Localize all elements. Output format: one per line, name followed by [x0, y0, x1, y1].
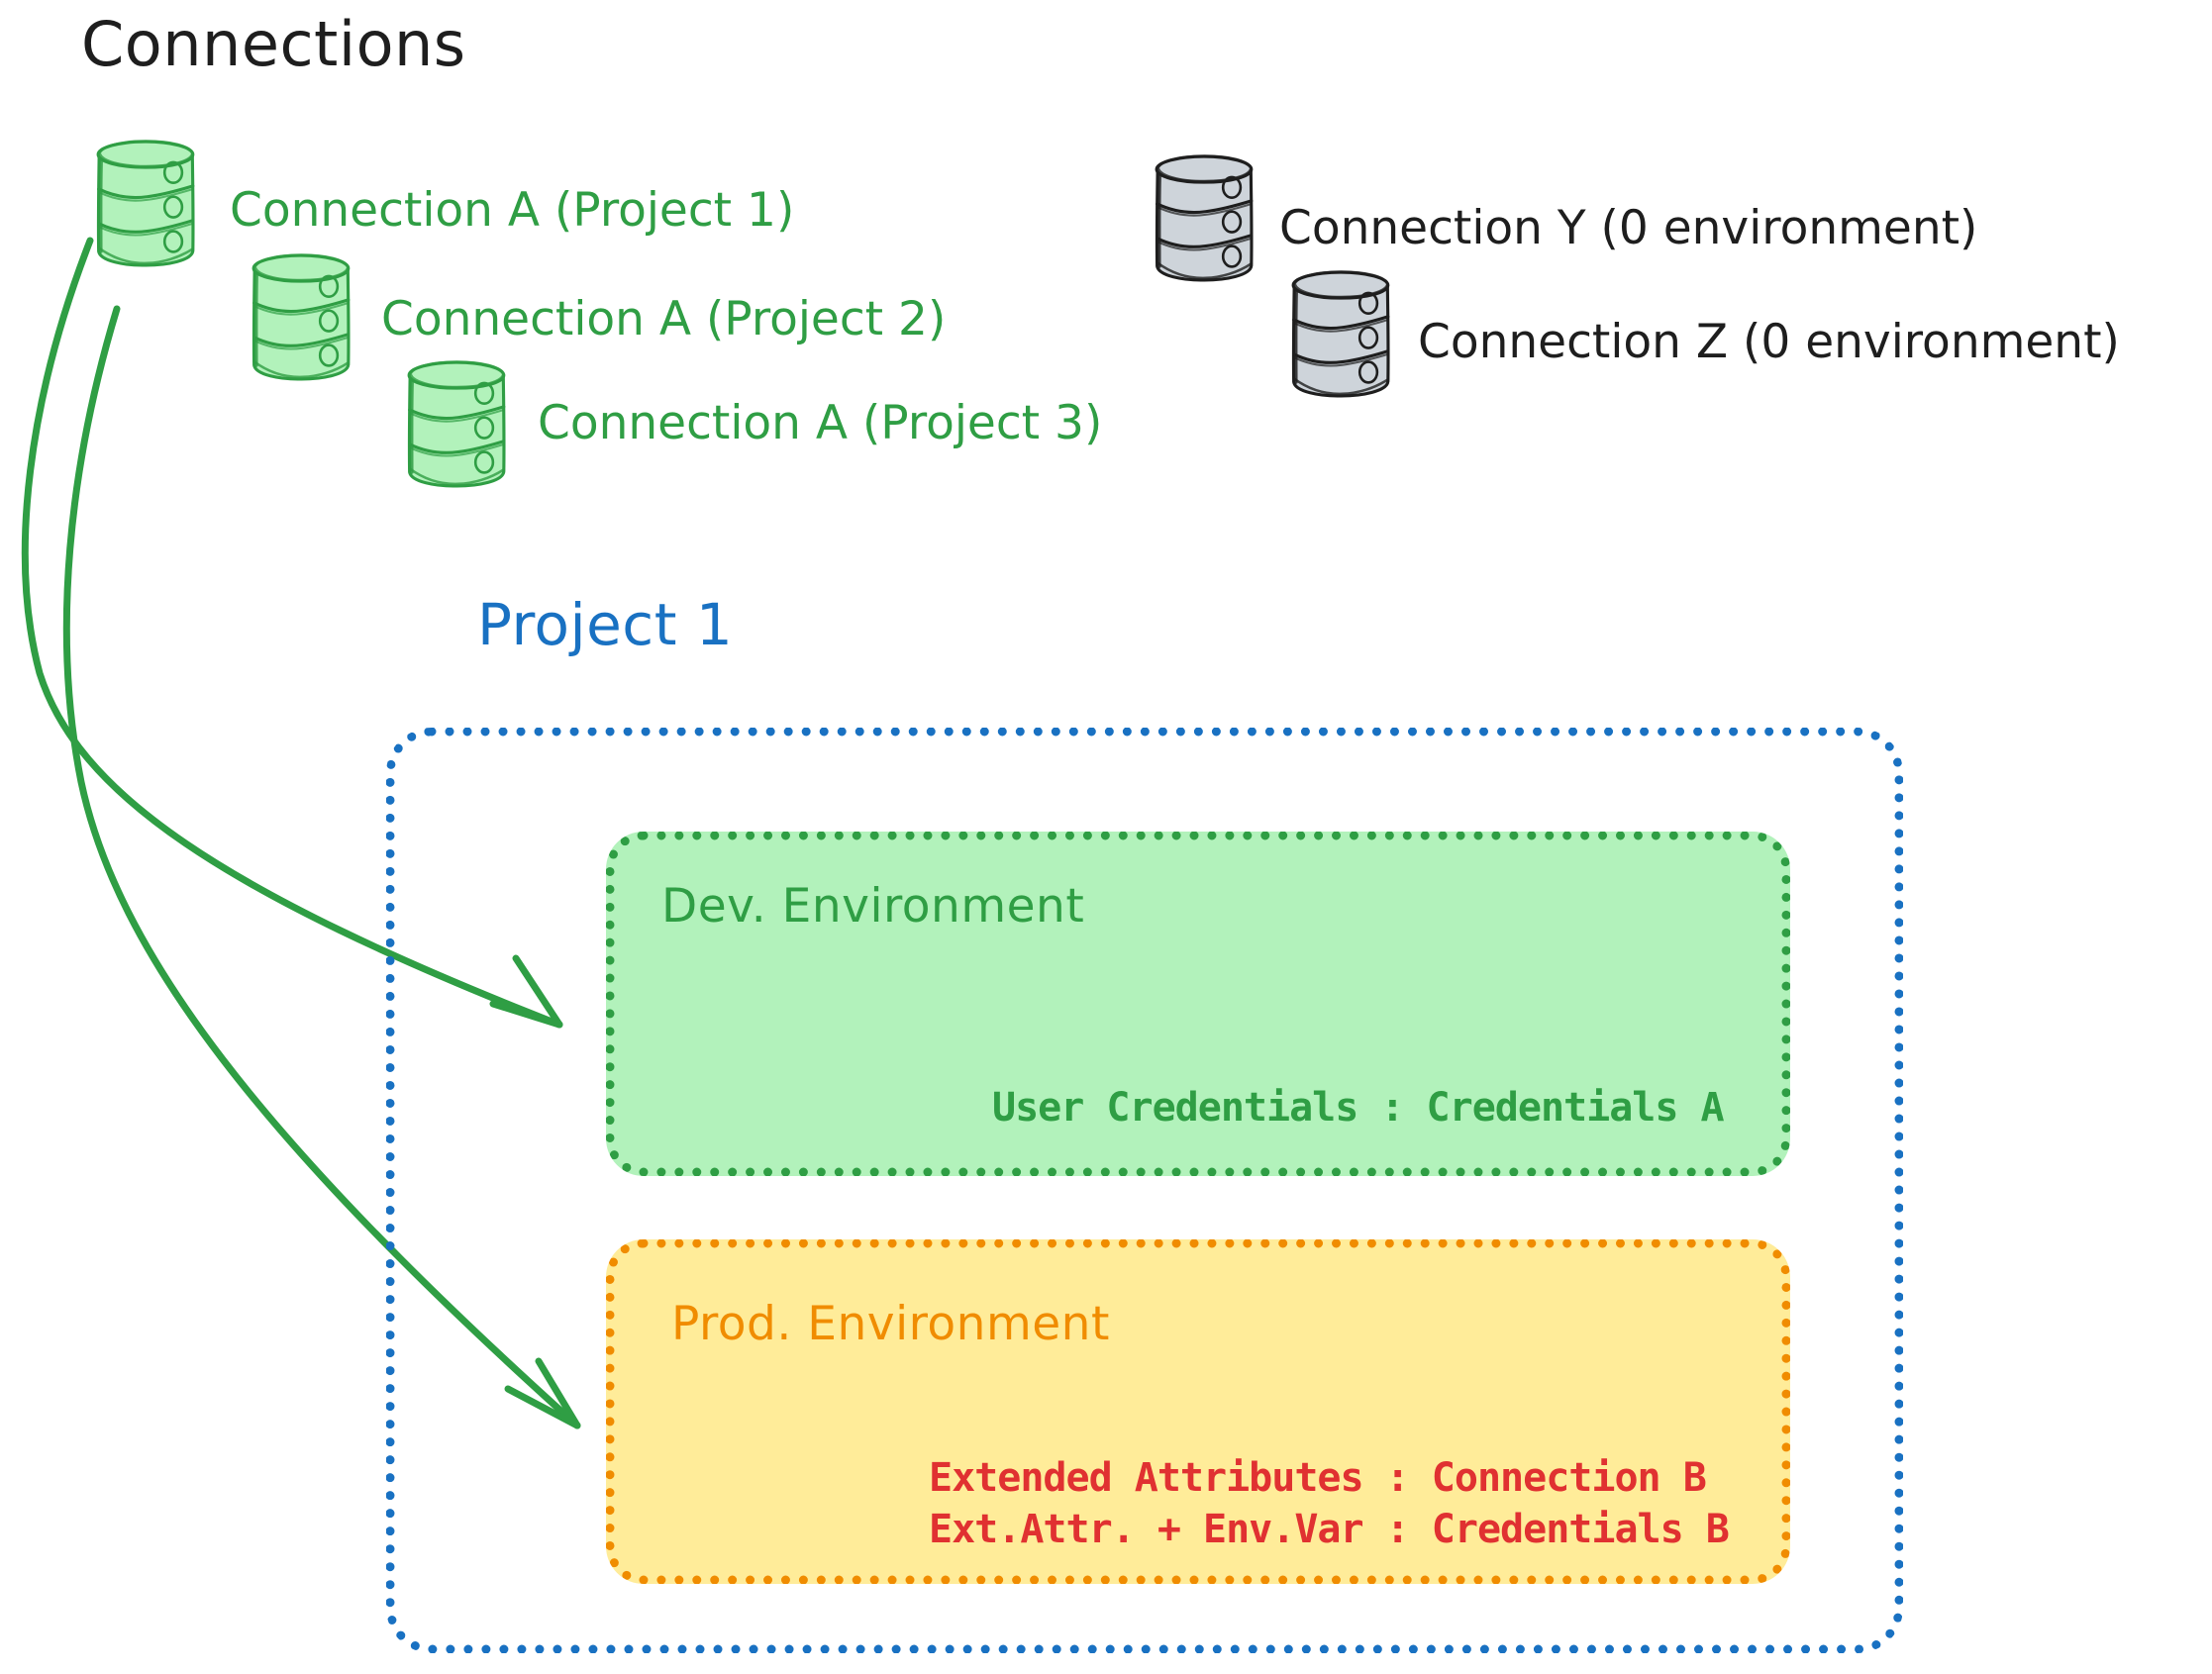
prod-environment-title: Prod. Environment: [671, 1297, 1110, 1351]
project-title: Project 1: [477, 591, 734, 658]
page-title: Connections: [81, 8, 466, 80]
database-icon-connection-a2[interactable]: [251, 253, 351, 381]
dev-environment-box[interactable]: [606, 832, 1790, 1176]
database-icon-connection-a3[interactable]: [407, 360, 506, 488]
connection-label-a2: Connection A (Project 2): [381, 292, 947, 346]
connection-label-a3: Connection A (Project 3): [538, 396, 1103, 450]
database-icon-connection-a1[interactable]: [96, 140, 195, 267]
prod-environment-box[interactable]: [606, 1239, 1790, 1584]
connection-label-z: Connection Z (0 environment): [1418, 315, 2120, 369]
dev-credentials-line: User Credentials : Credentials A: [992, 1085, 1725, 1131]
database-icon-connection-z[interactable]: [1291, 270, 1390, 398]
connection-label-a1: Connection A (Project 1): [230, 183, 795, 238]
dev-environment-title: Dev. Environment: [661, 879, 1085, 934]
project-container: [386, 728, 1903, 1653]
connection-label-y: Connection Y (0 environment): [1279, 201, 1978, 255]
database-icon-connection-y[interactable]: [1155, 154, 1254, 282]
prod-ext-attr-env-var-line: Ext.Attr. + Env.Var : Credentials B: [929, 1507, 1730, 1552]
prod-extended-attributes-line: Extended Attributes : Connection B: [929, 1455, 1707, 1501]
